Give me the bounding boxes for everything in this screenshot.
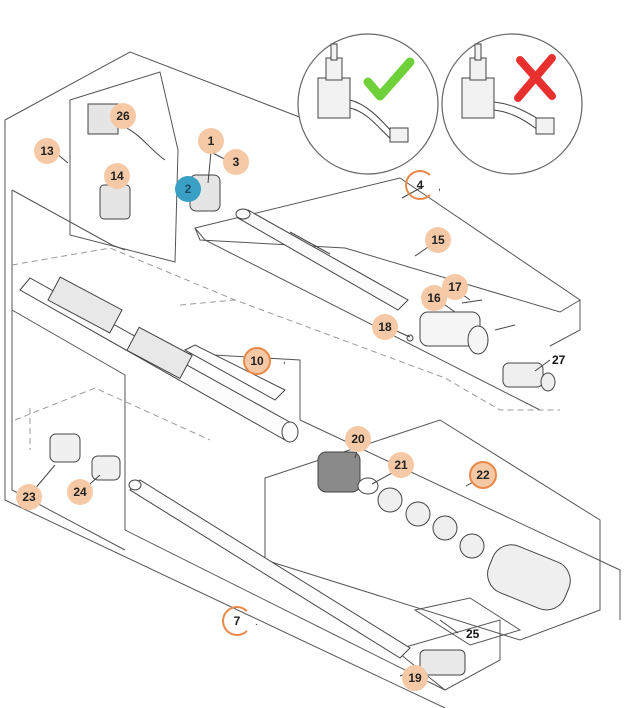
cross-icon [514, 54, 556, 102]
callout-19[interactable]: 19 [402, 665, 428, 691]
callout-2-highlighted[interactable]: 2 [175, 176, 201, 202]
frame-switch-panel [69, 71, 179, 263]
frame-top-panel [4, 51, 303, 121]
callout-4[interactable]: 4 [405, 170, 435, 200]
mark-4: , [438, 182, 441, 193]
callout-14[interactable]: 14 [104, 163, 130, 189]
callout-13[interactable]: 13 [34, 138, 60, 164]
callout-22[interactable]: 22 [469, 461, 497, 489]
lower-tube [128, 479, 411, 659]
callout-26[interactable]: 26 [110, 103, 136, 129]
callout-21[interactable]: 21 [388, 452, 414, 478]
gearbox-parts [317, 451, 571, 611]
callout-27[interactable]: 27 [552, 353, 566, 367]
callout-23[interactable]: 23 [16, 484, 42, 510]
frame-bottom-tray [393, 619, 501, 691]
component-27 [502, 362, 556, 392]
switch-assembly [87, 103, 221, 220]
frame-inner-panel [11, 190, 126, 551]
callout-17[interactable]: 17 [442, 274, 468, 300]
mark-7: . [255, 617, 258, 628]
callout-18[interactable]: 18 [372, 314, 398, 340]
callout-3[interactable]: 3 [223, 149, 249, 175]
check-icon [363, 57, 415, 101]
couplings [49, 433, 121, 481]
callout-15[interactable]: 15 [425, 227, 451, 253]
callout-10[interactable]: 10 [243, 347, 271, 375]
callout-20[interactable]: 20 [345, 426, 371, 452]
middle-tube [19, 276, 299, 443]
callout-1[interactable]: 1 [198, 128, 224, 154]
upper-rod [235, 208, 409, 311]
callout-7[interactable]: 7 [222, 606, 252, 636]
clamp-housing [406, 299, 516, 355]
mark-10: , [283, 355, 286, 366]
callout-24[interactable]: 24 [67, 479, 93, 505]
callout-25[interactable]: 25 [466, 627, 480, 641]
frame-rod-upper [194, 177, 581, 313]
end-cap [419, 649, 466, 676]
